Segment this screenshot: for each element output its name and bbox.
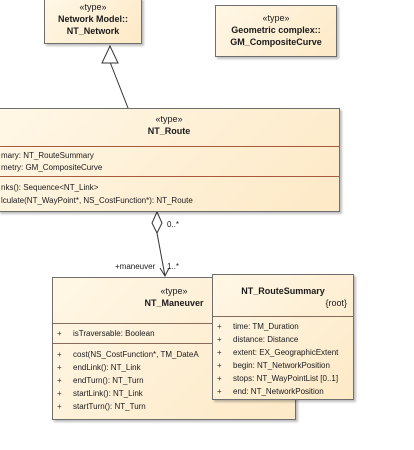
attribute-text: begin: NT_NetworkPosition xyxy=(233,361,330,370)
attributes-section: + isTraversable: Boolean xyxy=(53,323,295,343)
attribute-text: end: NT_NetworkPosition xyxy=(233,387,324,396)
operation-text: startLink(): NT_Link xyxy=(73,389,143,398)
operation-row: + endLink(): NT_Link xyxy=(53,361,295,374)
attribute-row: + isTraversable: Boolean xyxy=(53,327,295,340)
visibility-marker: + xyxy=(57,363,62,372)
operation-text: cost(NS_CostFunction*, TM_DateA xyxy=(73,350,199,359)
visibility-marker: + xyxy=(57,350,62,359)
class-name-line2: GM_CompositeCurve xyxy=(230,37,322,47)
operations-section: + cost(NS_CostFunction*, TM_DateA + endLin… xyxy=(53,343,295,413)
attribute-row: + distance: Distance xyxy=(213,333,353,346)
class-name: NT_Route xyxy=(147,126,191,136)
stereotype-label: «type» xyxy=(79,2,107,12)
visibility-marker: + xyxy=(217,361,222,370)
generalization-line xyxy=(109,61,129,109)
attribute-text: mary: NT_RouteSummary xyxy=(1,151,94,160)
operations-section: nks(): Sequence<NT_Link> lculate(NT_WayP… xyxy=(0,176,339,209)
aggregation-arrowhead xyxy=(159,267,170,278)
operation-row: + startTurn(): NT_Turn xyxy=(53,400,295,413)
maneuver-role-label: +maneuver xyxy=(115,262,156,271)
visibility-marker: + xyxy=(217,335,222,344)
visibility-marker: + xyxy=(217,374,222,383)
operation-row: nks(): Sequence<NT_Link> xyxy=(0,181,339,194)
stereotype-label: «type» xyxy=(262,13,290,23)
nt-network-class[interactable]: «type» Network Model:: NT_Network xyxy=(44,0,142,44)
stereotype-label: «type» xyxy=(160,286,188,296)
attribute-text: metry: GM_CompositeCurve xyxy=(1,163,103,172)
class-name-line1: Network Model:: xyxy=(57,14,128,24)
operation-text: endLink(): NT_Link xyxy=(73,363,141,372)
attribute-row: + time: TM_Duration xyxy=(213,320,353,333)
attribute-text: isTraversable: Boolean xyxy=(73,329,155,338)
generalization-arrowhead xyxy=(101,44,119,64)
aggregation-diamond xyxy=(151,210,163,235)
attribute-row: + begin: NT_NetworkPosition xyxy=(213,359,353,372)
attribute-text: time: TM_Duration xyxy=(233,322,299,331)
gm-compositecurve-class[interactable]: «type» Geometric complex:: GM_CompositeC… xyxy=(215,5,337,57)
attribute-text: distance: Distance xyxy=(233,335,299,344)
nt-routesummary-class[interactable]: NT_RouteSummary {root} + time: TM_Duratio… xyxy=(212,274,354,400)
route-multiplicity-label: 0..* xyxy=(167,220,180,229)
operation-text: endTurn(): NT_Turn xyxy=(73,376,144,385)
class-name-line1: Geometric complex:: xyxy=(231,25,321,35)
visibility-marker: + xyxy=(217,322,222,331)
visibility-marker: + xyxy=(217,387,222,396)
attribute-text: stops: NT_WayPointList [0..1] xyxy=(233,374,339,383)
visibility-marker: + xyxy=(57,376,62,385)
root-tag: {root} xyxy=(325,298,347,308)
operation-row: + startLink(): NT_Link xyxy=(53,387,295,400)
attribute-row: + end: NT_NetworkPosition xyxy=(213,385,353,398)
maneuver-multiplicity-label: 1..* xyxy=(167,262,180,271)
visibility-marker: + xyxy=(57,389,62,398)
attribute-row: mary: NT_RouteSummary xyxy=(0,150,339,162)
aggregation-line xyxy=(156,232,166,277)
nt-route-class[interactable]: «type» NT_Route mary: NT_RouteSummary me… xyxy=(0,108,340,212)
class-name-line2: NT_Network xyxy=(66,26,120,36)
attribute-row: + stops: NT_WayPointList [0..1] xyxy=(213,372,353,385)
class-name: NT_Maneuver xyxy=(144,298,204,308)
operation-row: + endTurn(): NT_Turn xyxy=(53,374,295,387)
attributes-section: + time: TM_Duration + distance: Distance +… xyxy=(213,316,353,398)
operation-text: nks(): Sequence<NT_Link> xyxy=(1,183,99,192)
attribute-row: metry: GM_CompositeCurve xyxy=(0,162,339,174)
operation-row: lculate(NT_WayPoint*, NS_CostFunction*):… xyxy=(0,194,339,207)
visibility-marker: + xyxy=(57,402,62,411)
visibility-marker: + xyxy=(217,348,222,357)
visibility-marker: + xyxy=(57,329,62,338)
attributes-section: mary: NT_RouteSummary metry: GM_Composit… xyxy=(0,146,339,176)
stereotype-label: «type» xyxy=(155,114,183,124)
operation-text: startTurn(): NT_Turn xyxy=(73,402,146,411)
operation-row: + cost(NS_CostFunction*, TM_DateA xyxy=(53,348,295,361)
attribute-row: + extent: EX_GeographicExtent xyxy=(213,346,353,359)
operation-text: lculate(NT_WayPoint*, NS_CostFunction*):… xyxy=(1,196,193,205)
class-name: NT_RouteSummary xyxy=(241,286,325,296)
attribute-text: extent: EX_GeographicExtent xyxy=(233,348,339,357)
